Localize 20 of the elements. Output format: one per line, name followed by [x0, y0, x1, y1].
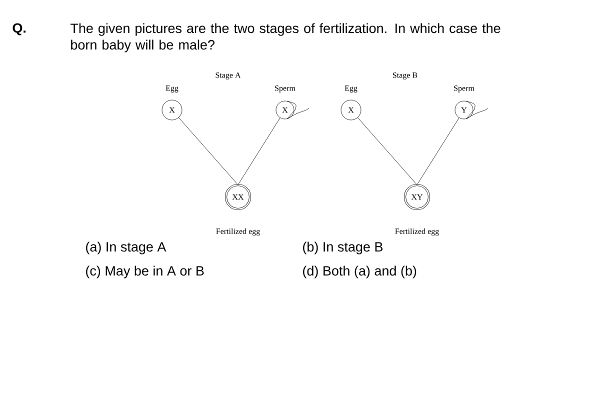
cell-label: Sperm [454, 86, 474, 92]
stage-label: Stage B [392, 72, 418, 80]
stage-label: Stage A [216, 72, 241, 80]
cell-label: Fertilized egg [216, 228, 260, 236]
cell-label: Egg [166, 86, 178, 92]
question-number: Q. [12, 23, 26, 36]
cell-label: Fertilized egg [395, 228, 439, 236]
cell-label: Sperm [275, 86, 296, 92]
cell-label: Egg [344, 86, 358, 92]
answer-option: (c) May be in A or B [86, 266, 204, 278]
sperm-drawing: X [276, 100, 310, 120]
connector-line [358, 117, 418, 185]
answer-option: (a) In stage A [86, 242, 166, 254]
connector-line [416, 118, 460, 185]
connector-line [238, 118, 280, 185]
connector-line [178, 117, 238, 185]
sperm-drawing: Y [454, 100, 488, 120]
question-text: The given pictures are the two stages of fertilization. In which case the born baby will be male? [70, 23, 500, 52]
answer-option: (d) Both (a) and (b) [303, 266, 416, 278]
answer-option: (b) In stage B [303, 242, 383, 254]
